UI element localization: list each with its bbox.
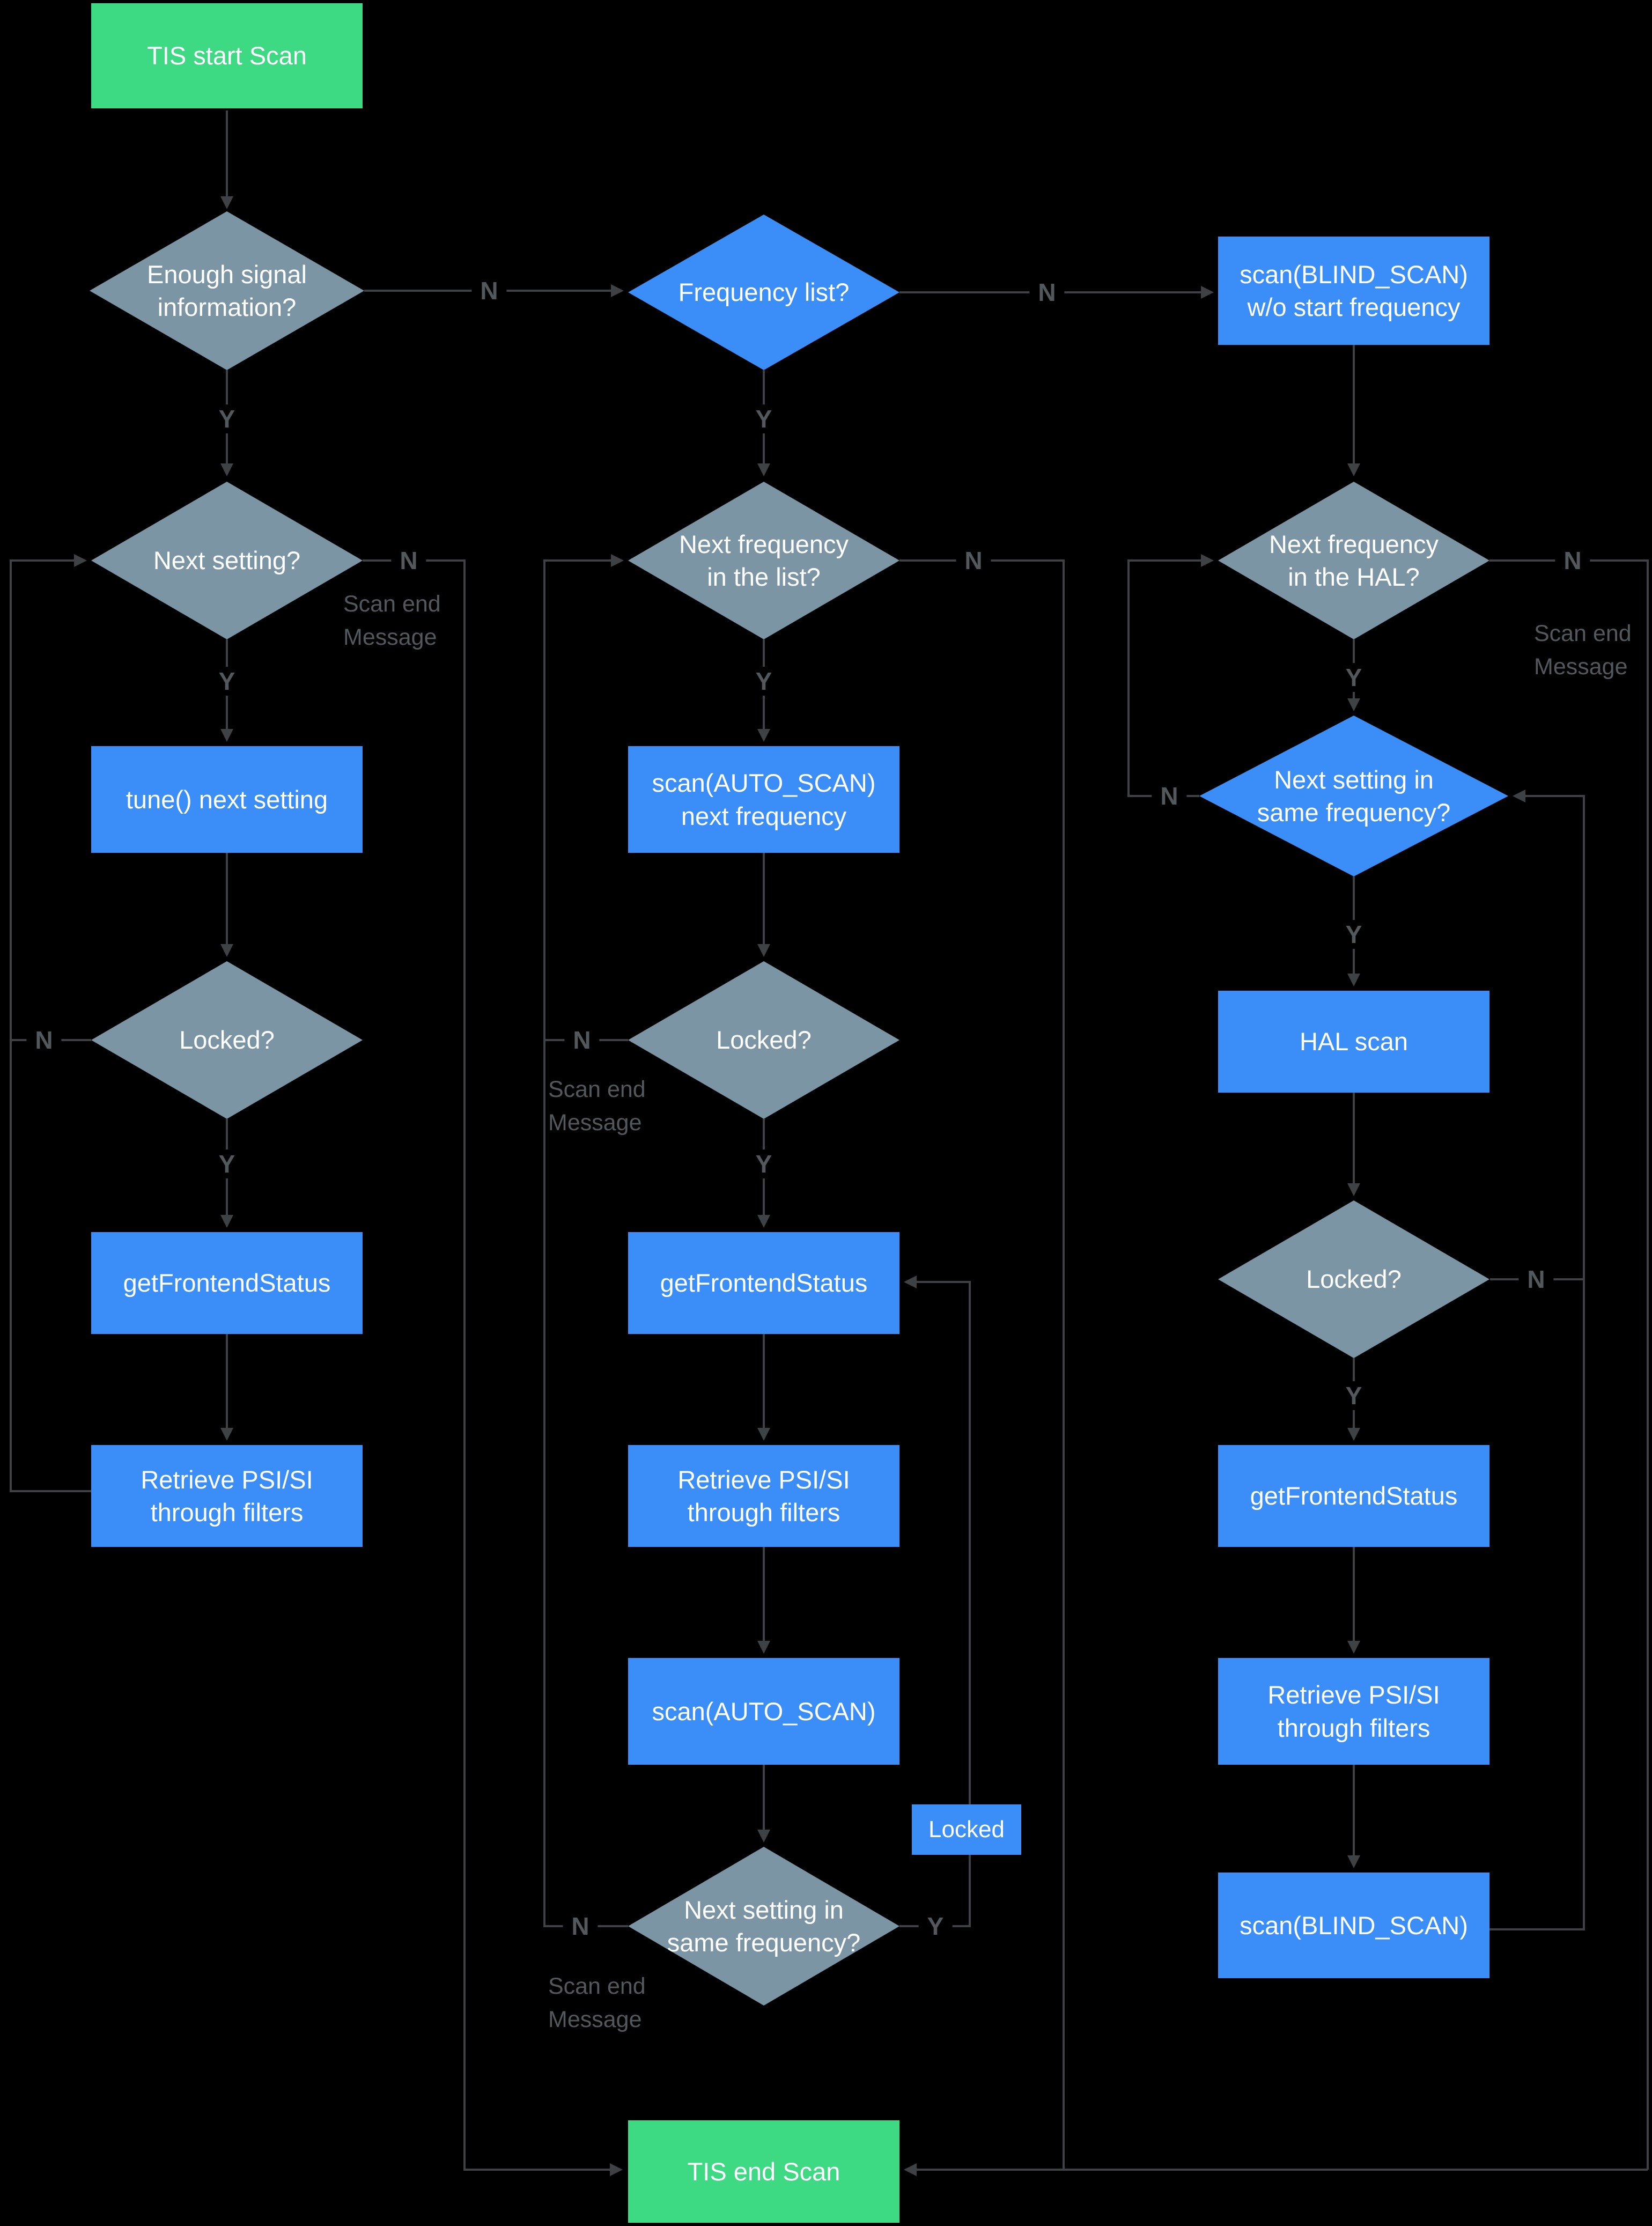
node-label: Locked? xyxy=(716,1026,812,1055)
edge-label-yes-1: Y xyxy=(210,404,244,433)
edge-label-yes-3: Y xyxy=(210,667,244,696)
node-label: getFrontendStatus xyxy=(660,1269,868,1298)
node-tune-next-setting: tune() next setting xyxy=(91,746,363,853)
node-label: Next setting? xyxy=(153,546,301,575)
node-label: Frequency list? xyxy=(678,278,850,307)
node-label: Next setting in same frequency? xyxy=(1257,765,1451,827)
node-scan-blind-wo-start-frequency: scan(BLIND_SCAN) w/o start frequency xyxy=(1218,237,1489,345)
node-label: Next setting in same frequency? xyxy=(667,1895,861,1957)
edge-label-yes-2: Y xyxy=(747,404,781,433)
annotation-scan-end-message-2: Scan end Message xyxy=(548,1077,646,1136)
node-label: scan(AUTO_SCAN) next frequency xyxy=(652,769,876,830)
node-label: TIS end Scan xyxy=(687,2157,840,2186)
node-tis-end-scan: TIS end Scan xyxy=(628,2120,899,2223)
edge-label-no-10: N xyxy=(563,1912,598,1941)
node-label: Retrieve PSI/SI through filters xyxy=(1267,1680,1440,1742)
node-scan-blind: scan(BLIND_SCAN) xyxy=(1218,1873,1489,1978)
node-label: getFrontendStatus xyxy=(123,1269,331,1298)
node-label: Next frequency in the HAL? xyxy=(1268,529,1439,591)
edge-label-yes-9: Y xyxy=(1337,1381,1371,1410)
edge-label-yes-6: Y xyxy=(1337,920,1371,949)
edge-tag-locked: Locked xyxy=(912,1804,1021,1855)
node-hal-scan: HAL scan xyxy=(1218,991,1489,1093)
node-label: Locked? xyxy=(1306,1265,1402,1294)
node-label: Enough signal information? xyxy=(147,260,307,321)
node-label: Retrieve PSI/SI through filters xyxy=(677,1465,850,1527)
edge-label-no-9: N xyxy=(1518,1265,1554,1294)
edge-label-no-4: N xyxy=(956,546,991,575)
node-label: scan(BLIND_SCAN) w/o start frequency xyxy=(1240,260,1468,321)
edge-label-yes-10: Y xyxy=(918,1912,953,1941)
node-retrieve-psi-si-hal: Retrieve PSI/SI through filters xyxy=(1218,1658,1489,1765)
edge-label-no-7: N xyxy=(564,1026,600,1055)
node-label: tune() next setting xyxy=(126,785,328,814)
edge-label-no-2: N xyxy=(1029,278,1065,307)
node-scan-auto-next-frequency: scan(AUTO_SCAN) next frequency xyxy=(628,746,899,853)
node-tis-start-scan: TIS start Scan xyxy=(91,3,363,108)
node-label: scan(AUTO_SCAN) xyxy=(652,1697,876,1726)
edge-label-no-5: N xyxy=(1555,546,1590,575)
annotation-scan-end-message-3: Scan end Message xyxy=(1534,621,1632,680)
node-retrieve-psi-si-tuner: Retrieve PSI/SI through filters xyxy=(91,1445,363,1547)
node-get-frontend-status-tuner: getFrontendStatus xyxy=(91,1232,363,1334)
node-label: scan(BLIND_SCAN) xyxy=(1240,1911,1468,1940)
node-label: Locked? xyxy=(179,1026,275,1055)
edge-label-yes-5: Y xyxy=(1337,663,1371,692)
edge-label-no-6: N xyxy=(26,1026,62,1055)
annotation-scan-end-message-4: Scan end Message xyxy=(548,1973,646,2033)
node-label: Locked xyxy=(928,1816,1005,1843)
edge-label-yes-7: Y xyxy=(210,1149,244,1178)
edge-label-no-3: N xyxy=(391,546,426,575)
edge-label-yes-4: Y xyxy=(747,667,781,696)
node-label: Retrieve PSI/SI through filters xyxy=(141,1465,313,1527)
node-label: Next frequency in the list? xyxy=(678,529,849,591)
node-get-frontend-status-auto: getFrontendStatus xyxy=(628,1232,899,1334)
node-label: getFrontendStatus xyxy=(1250,1481,1458,1510)
edge-label-no-8: N xyxy=(1152,782,1187,810)
node-scan-auto: scan(AUTO_SCAN) xyxy=(628,1658,899,1765)
edge-label-no-1: N xyxy=(471,276,507,305)
annotation-scan-end-message-1: Scan end Message xyxy=(343,591,441,651)
node-retrieve-psi-si-auto: Retrieve PSI/SI through filters xyxy=(628,1445,899,1547)
node-get-frontend-status-hal: getFrontendStatus xyxy=(1218,1445,1489,1547)
node-label: TIS start Scan xyxy=(147,41,307,70)
node-label: HAL scan xyxy=(1299,1027,1408,1056)
edge-label-yes-8: Y xyxy=(747,1149,781,1178)
